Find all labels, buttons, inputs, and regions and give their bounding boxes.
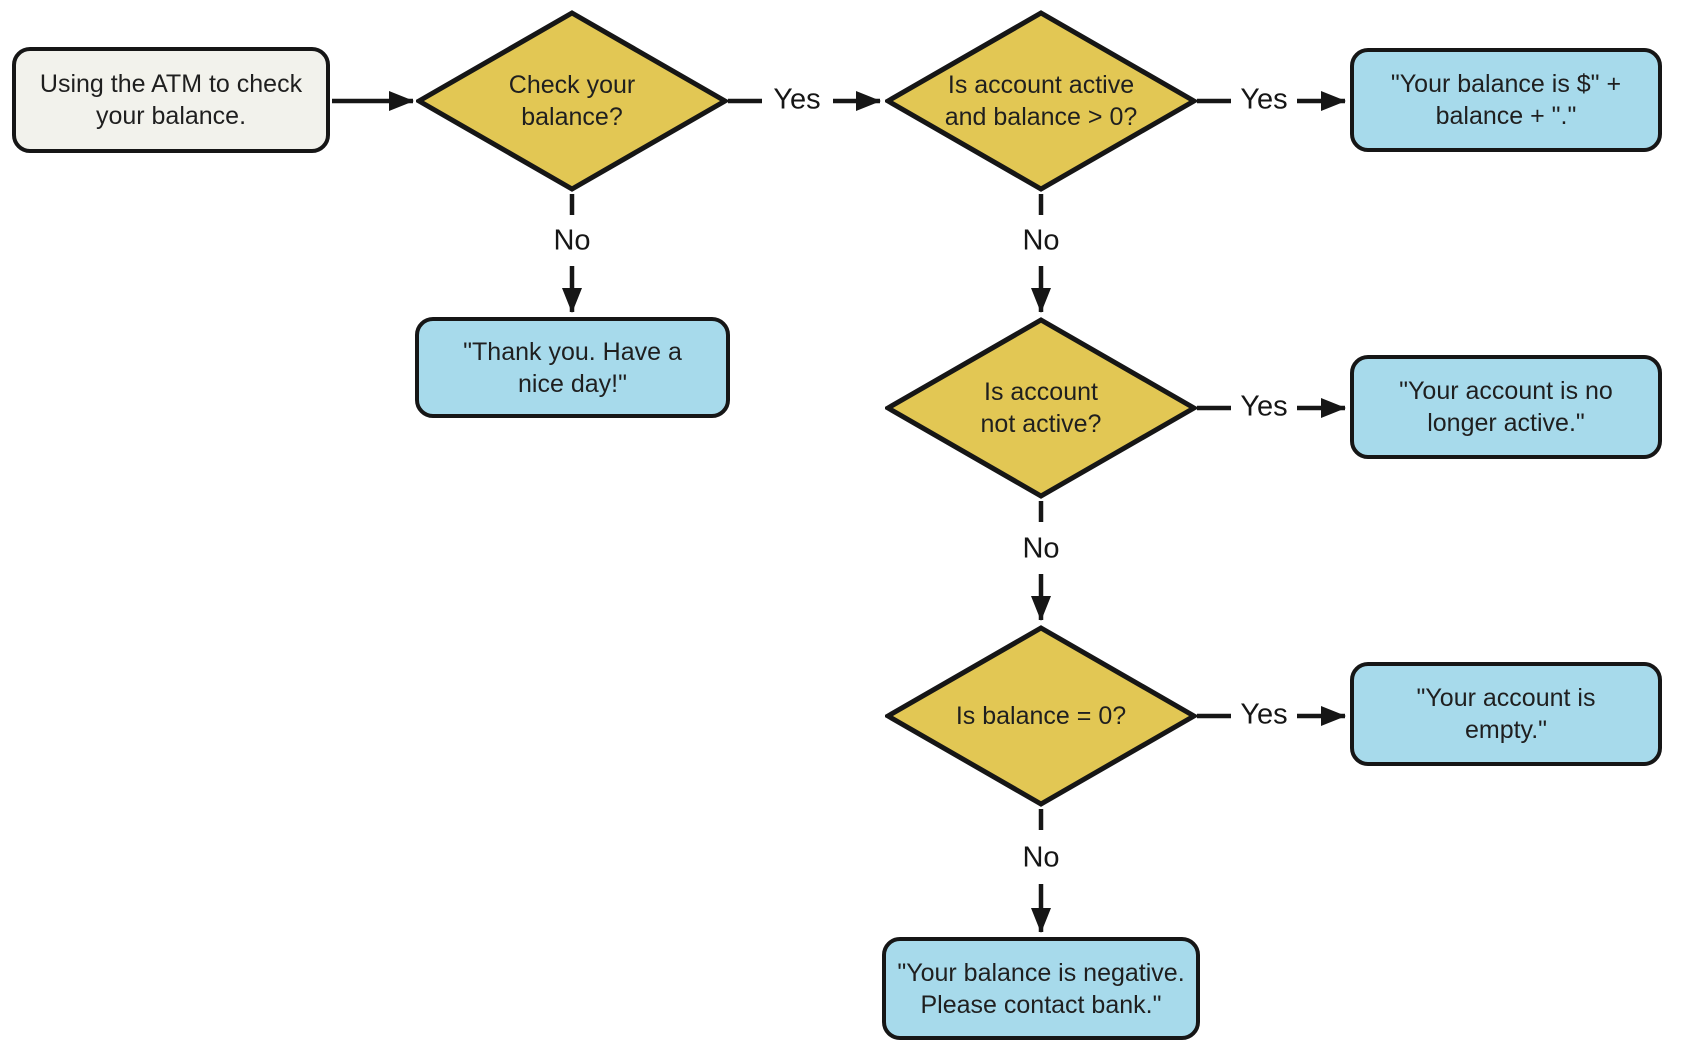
decision-label-check-balance: Check your balance?	[508, 71, 636, 131]
diamond-shape	[885, 317, 1197, 499]
edge-label-no-check: No	[553, 224, 591, 257]
decision-node-active-positive: Is account active and balance > 0?	[885, 10, 1197, 192]
output-node-negative-balance: "Your balance is negative. Please contac…	[882, 937, 1200, 1040]
output-label-thank-you: "Thank you. Have a nice day!"	[463, 337, 682, 398]
output-node-account-empty: "Your account is empty."	[1350, 662, 1662, 766]
output-node-no-longer-active: "Your account is no longer active."	[1350, 355, 1662, 459]
decision-node-not-active: Is account not active?	[885, 317, 1197, 499]
diamond-shape	[885, 10, 1197, 192]
decision-label-not-active: Is account not active?	[980, 378, 1102, 438]
edge-label-yes-active: Yes	[1240, 83, 1288, 116]
output-label-no-longer-active: "Your account is no longer active."	[1399, 377, 1613, 437]
decision-label-active-positive: Is account active and balance > 0?	[944, 71, 1138, 131]
diamond-shape	[416, 10, 728, 192]
edge-label-no-zero: No	[1022, 841, 1060, 874]
output-label-negative-balance: "Your balance is negative. Please contac…	[897, 958, 1185, 1019]
edge-label-no-notactive: No	[1022, 532, 1060, 565]
output-label-show-balance: "Your balance is $" + balance + "."	[1390, 70, 1622, 130]
decision-node-balance-zero: Is balance = 0?	[885, 625, 1197, 807]
start-node-label: Using the ATM to check your balance.	[39, 70, 303, 130]
start-node: Using the ATM to check your balance.	[12, 47, 330, 153]
decision-node-check-balance: Check your balance?	[416, 10, 728, 192]
edge-label-yes-check: Yes	[773, 83, 821, 116]
diamond-shape	[885, 625, 1197, 807]
edge-label-no-active: No	[1022, 224, 1060, 257]
output-node-thank-you: "Thank you. Have a nice day!"	[415, 317, 730, 418]
edge-label-yes-zero: Yes	[1240, 698, 1288, 731]
decision-label-balance-zero: Is balance = 0?	[955, 702, 1127, 730]
output-label-account-empty: "Your account is empty."	[1416, 684, 1596, 744]
edge-label-yes-notactive: Yes	[1240, 390, 1288, 423]
output-node-show-balance: "Your balance is $" + balance + "."	[1350, 48, 1662, 152]
